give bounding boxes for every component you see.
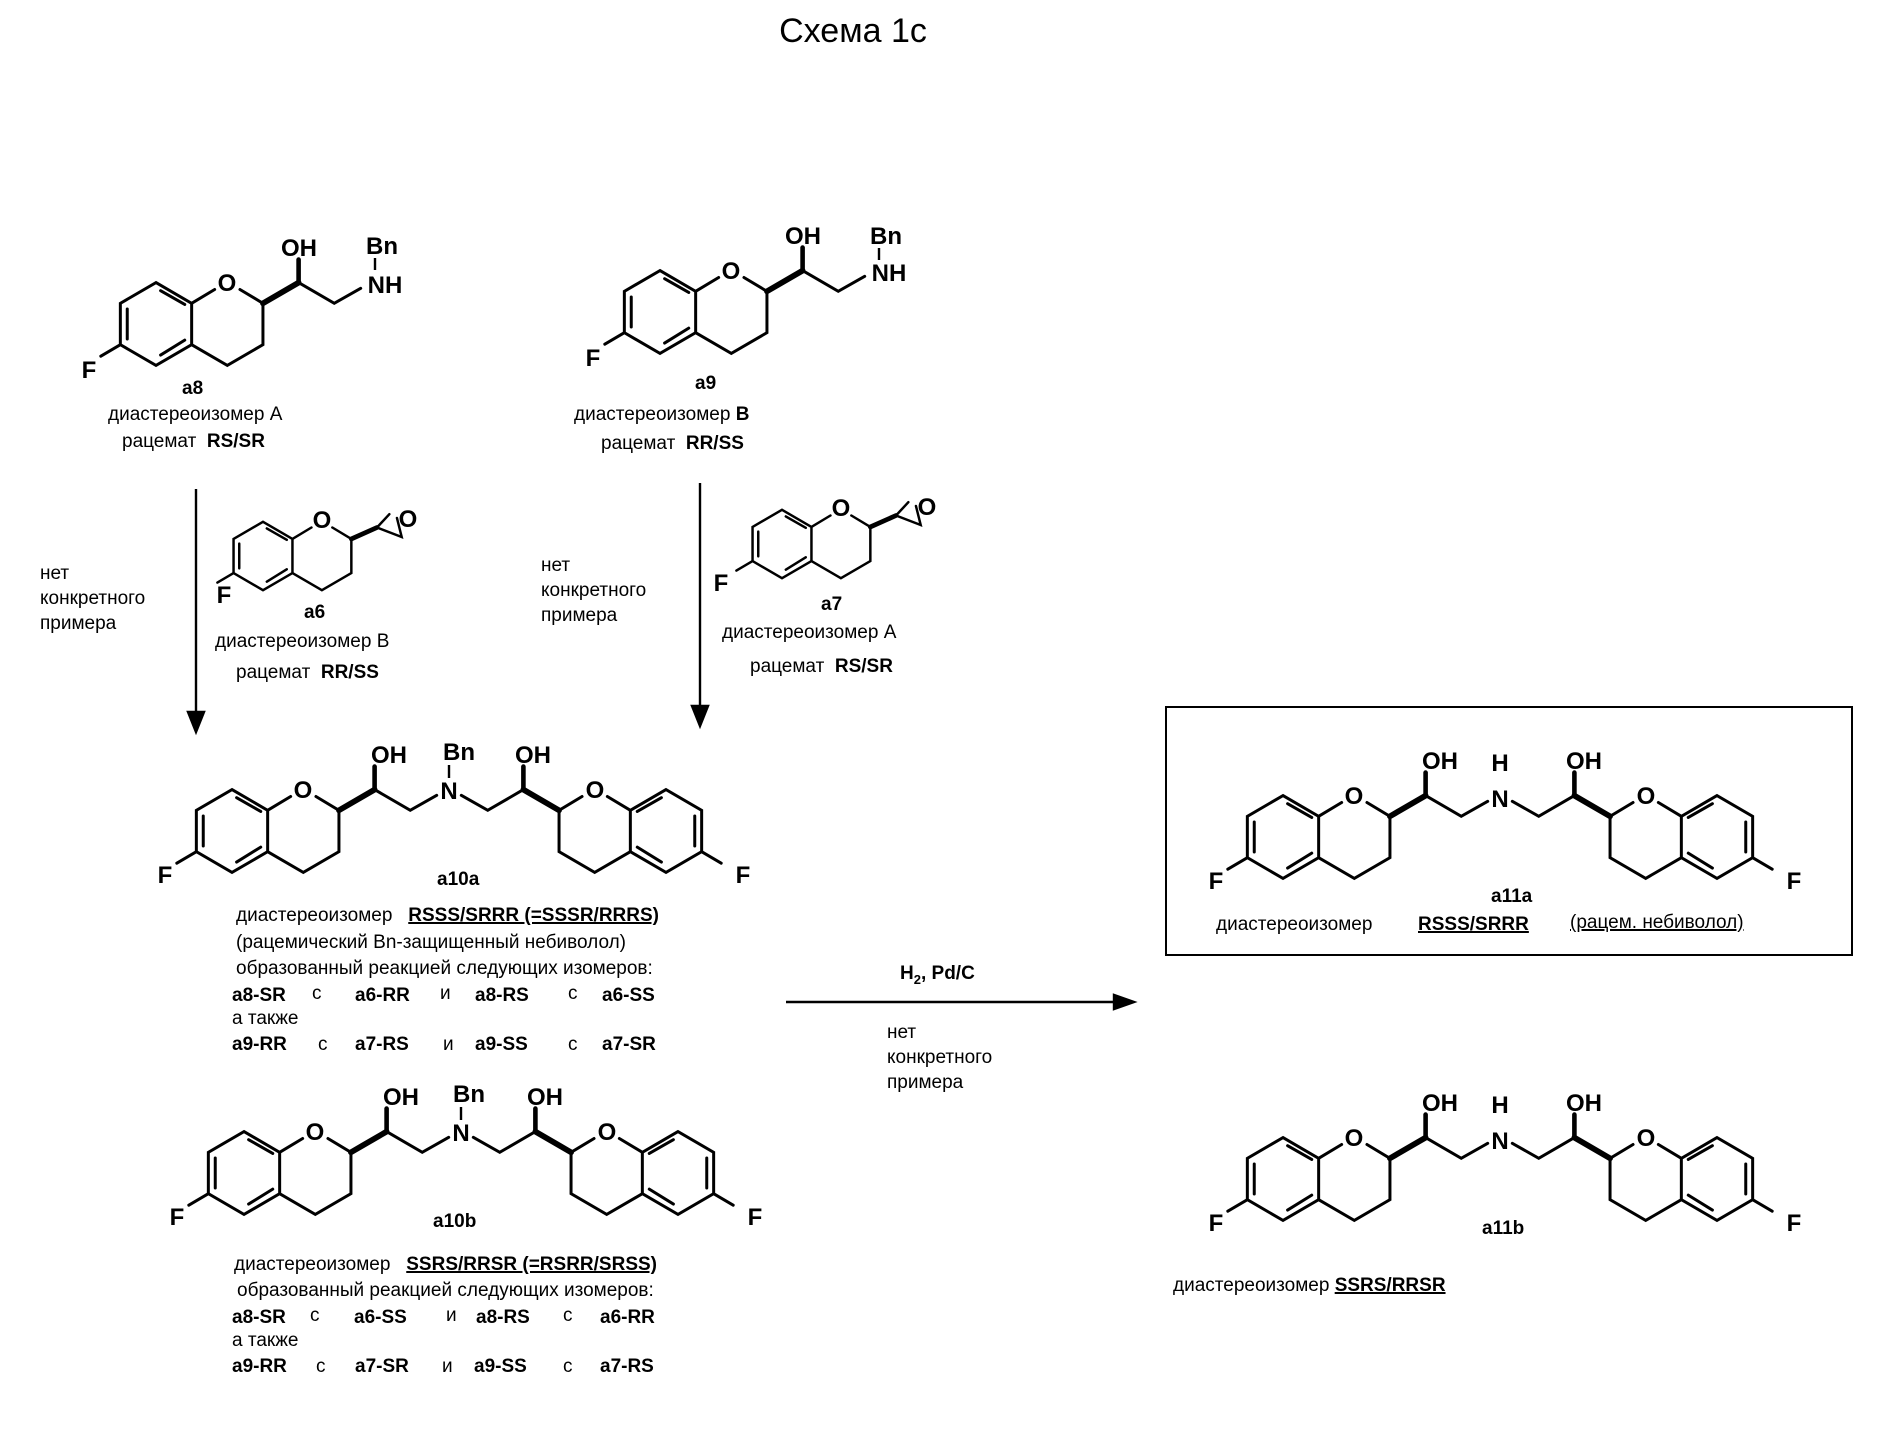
svg-text:F: F <box>586 345 601 372</box>
svg-text:OH: OH <box>383 1084 419 1111</box>
svg-text:F: F <box>748 1204 763 1231</box>
structure-a7: O F O <box>714 494 937 597</box>
svg-text:O: O <box>598 1119 617 1146</box>
svg-text:O: O <box>918 494 937 521</box>
svg-text:O: O <box>722 258 741 285</box>
reaction-arrow-hydrogenation <box>786 995 1134 1009</box>
structure-a10a: O O F F OH OH N Bn <box>158 739 751 889</box>
structure-a9: O F OH Bn NH <box>586 223 907 372</box>
svg-text:O: O <box>1637 1125 1656 1152</box>
svg-text:F: F <box>1209 1210 1224 1237</box>
svg-text:OH: OH <box>1566 748 1602 775</box>
a10a-note: (рацемический Bn-защищенный небиволол) <box>236 932 626 954</box>
reagent-label: H2, Pd/C <box>900 963 975 991</box>
a11b-diastereomer: диастереоизомер SSRS/RRSR <box>1173 1275 1446 1297</box>
structure-a11b: O O F F OH OH N H <box>1209 1090 1802 1237</box>
svg-text:F: F <box>158 862 173 889</box>
svg-text:O: O <box>1637 783 1656 810</box>
compound-label-a11a: a11a <box>1491 886 1532 908</box>
a9-diastereomer: диастереоизомер B <box>574 404 749 426</box>
svg-text:Bn: Bn <box>870 223 902 250</box>
no-example-note-right: нетконкретногопримера <box>887 1022 992 1094</box>
svg-text:F: F <box>217 582 232 609</box>
reaction-arrow-a9 <box>692 483 708 726</box>
structure-a8: O F OH Bn NH <box>82 233 403 384</box>
structure-a10b: O O F F OH OH N Bn <box>170 1081 763 1231</box>
a11a-diastereomer-text: диастереоизомер <box>1216 914 1372 936</box>
svg-text:OH: OH <box>1566 1090 1602 1117</box>
a10a-diastereomer: диастереоизомер RSSS/SRRR (=SSSR/RRRS) <box>236 905 659 927</box>
svg-text:F: F <box>1209 868 1224 895</box>
svg-text:F: F <box>736 862 751 889</box>
svg-text:Bn: Bn <box>366 233 398 260</box>
svg-text:N: N <box>452 1120 469 1147</box>
svg-text:N: N <box>440 778 457 805</box>
compound-label-a10a: a10a <box>437 869 479 891</box>
a6-racemate: рацемат RR/SS <box>236 662 379 684</box>
structure-a6: O F O <box>217 506 418 609</box>
a8-diastereomer: диастереоизомер A <box>108 404 282 426</box>
a10b-diastereomer: диастереоизомер SSRS/RRSR (=RSRR/SRSS) <box>234 1254 657 1276</box>
svg-text:F: F <box>1787 1210 1802 1237</box>
svg-text:O: O <box>586 777 605 804</box>
svg-text:O: O <box>1345 1125 1364 1152</box>
svg-text:O: O <box>313 507 332 534</box>
svg-text:H: H <box>1491 750 1508 777</box>
svg-text:OH: OH <box>515 742 551 769</box>
a7-diastereomer: диастереоизомер A <box>722 622 896 644</box>
svg-text:O: O <box>294 777 313 804</box>
compound-label-a7: a7 <box>821 594 842 616</box>
svg-text:O: O <box>399 506 418 533</box>
svg-text:H: H <box>1491 1092 1508 1119</box>
svg-text:OH: OH <box>1422 1090 1458 1117</box>
svg-text:OH: OH <box>527 1084 563 1111</box>
svg-text:O: O <box>832 495 851 522</box>
svg-text:N: N <box>1491 786 1508 813</box>
svg-text:F: F <box>170 1204 185 1231</box>
svg-text:Bn: Bn <box>443 739 475 766</box>
reaction-arrow-a8 <box>188 489 204 732</box>
structure-a11a: O O F F OH OH N H <box>1209 748 1802 895</box>
svg-text:OH: OH <box>1422 748 1458 775</box>
svg-text:F: F <box>1787 868 1802 895</box>
svg-text:F: F <box>714 570 729 597</box>
svg-text:OH: OH <box>785 223 821 250</box>
svg-text:NH: NH <box>368 272 403 299</box>
svg-text:NH: NH <box>872 260 907 287</box>
svg-text:F: F <box>82 357 97 384</box>
a10a-also: а также <box>232 1008 299 1030</box>
compound-label-a11b: a11b <box>1482 1218 1524 1240</box>
a11a-note: (рацем. небиволол) <box>1570 912 1744 934</box>
svg-text:O: O <box>306 1119 325 1146</box>
svg-text:OH: OH <box>281 235 317 262</box>
a8-racemate: рацемат RS/SR <box>122 431 265 453</box>
svg-text:Bn: Bn <box>453 1081 485 1108</box>
a7-racemate: рацемат RS/SR <box>750 656 893 678</box>
svg-text:N: N <box>1491 1128 1508 1155</box>
svg-text:O: O <box>1345 783 1364 810</box>
no-example-note-middle: нетконкретногопримера <box>541 555 646 627</box>
compound-label-a6: a6 <box>304 602 325 624</box>
a10b-also: а также <box>232 1330 299 1352</box>
a9-racemate: рацемат RR/SS <box>601 433 744 455</box>
no-example-note-left: нетконкретногопримера <box>40 563 145 635</box>
a10a-formed-by: образованный реакцией следующих изомеров… <box>236 958 653 980</box>
svg-text:OH: OH <box>371 742 407 769</box>
compound-label-a9: a9 <box>695 373 716 395</box>
compound-label-a8: a8 <box>182 378 203 400</box>
a10b-formed-by: образованный реакцией следующих изомеров… <box>237 1280 654 1302</box>
a11a-isomer: RSSS/SRRR <box>1418 914 1529 936</box>
a6-diastereomer: диастереоизомер B <box>215 631 389 653</box>
compound-label-a10b: a10b <box>433 1211 476 1233</box>
svg-text:O: O <box>218 270 237 297</box>
